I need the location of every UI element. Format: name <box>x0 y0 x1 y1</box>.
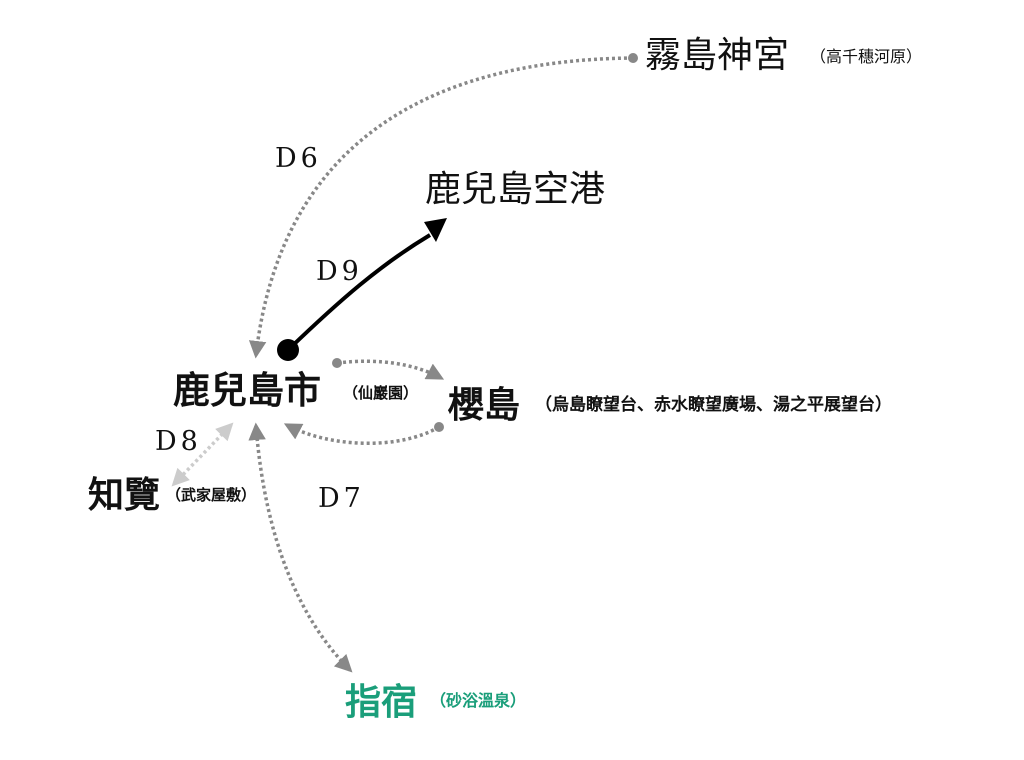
place-chiran-note: （武家屋敷） <box>166 486 257 504</box>
place-chiran: 知覽 <box>88 475 161 516</box>
day-label-d7: D7 <box>318 483 365 514</box>
route-d8-city-chiran <box>171 422 234 487</box>
day-label-d6: D6 <box>275 143 322 174</box>
day-label-d8: D8 <box>155 426 202 457</box>
place-kirishima-note: （高千穗河原） <box>810 47 923 66</box>
route-d6-kirishima-to-city <box>248 53 638 359</box>
route-d9-city-to-airport <box>277 218 447 361</box>
place-city: 鹿兒島市 <box>173 369 321 412</box>
place-sakurajima-note: （烏島瞭望台、赤水瞭望廣場、湯之平展望台） <box>535 395 892 415</box>
place-airport: 鹿兒島空港 <box>425 169 606 210</box>
route-d7-city-ibusuki <box>248 422 353 673</box>
place-sakurajima: 櫻島 <box>448 385 521 426</box>
place-city-note: （仙巖園） <box>343 384 419 402</box>
place-kirishima: 霧島神宮 <box>645 35 790 76</box>
place-ibusuki: 指宿 <box>345 682 418 723</box>
day-label-d9: D9 <box>316 256 363 287</box>
place-ibusuki-note: （砂浴溫泉） <box>430 691 527 710</box>
